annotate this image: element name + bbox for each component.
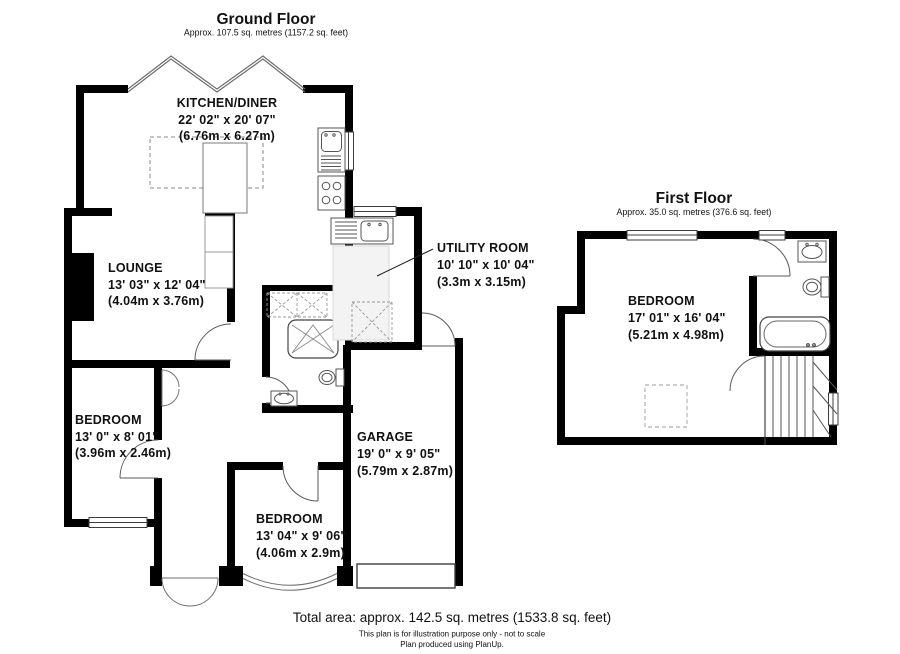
lounge-label-imperial: 13' 03" x 12' 04" <box>108 278 206 292</box>
bedroom-left-door <box>119 439 159 479</box>
stairs-door <box>729 355 766 392</box>
bedroom-left-label: BEDROOM 13' 0" x 8' 01" (3.96m x 2.46m) <box>75 413 171 460</box>
garage-rear-door <box>421 312 456 347</box>
ff-bedroom-label-metric: (5.21m x 4.98m) <box>628 328 724 342</box>
ground-floor-plan: Ground Floor Approx. 107.5 sq. metres (1… <box>64 11 535 607</box>
utility-label-imperial: 10' 10" x 10' 04" <box>437 258 535 272</box>
kitchen-label-name: KITCHEN/DINER <box>177 96 278 110</box>
bathroom-window <box>758 230 786 241</box>
kitchen-table <box>202 142 248 214</box>
lounge-door <box>194 323 232 361</box>
first-floor-walls <box>557 231 837 445</box>
lounge-label-name: LOUNGE <box>108 261 163 275</box>
bedroom-front-label-name: BEDROOM <box>256 512 323 526</box>
utility-counter <box>332 245 390 341</box>
utility-sink <box>330 217 394 245</box>
garage-label-name: GARAGE <box>357 430 413 444</box>
ground-floor-doors <box>119 312 456 502</box>
utility-label: UTILITY ROOM 10' 10" x 10' 04" (3.3m x 3… <box>437 241 535 289</box>
staircase <box>764 356 838 445</box>
utility-fixtures <box>330 217 394 343</box>
kitchen-label-metric: (6.76m x 6.27m) <box>179 129 275 143</box>
ff-bedroom-label-imperial: 17' 01" x 16' 04" <box>628 311 726 325</box>
lounge-label: LOUNGE 13' 03" x 12' 04" (4.04m x 3.76m) <box>108 261 206 308</box>
lounge-label-metric: (4.04m x 3.76m) <box>108 294 204 308</box>
door-swing-arc <box>189 577 219 607</box>
toilet <box>318 368 345 387</box>
door-swing-arc <box>161 577 191 607</box>
shower-tray <box>287 319 339 359</box>
kitchen-sink-unit <box>317 127 346 173</box>
utility-label-name: UTILITY ROOM <box>437 241 529 255</box>
bedroom-front-label: BEDROOM 13' 04" x 9' 06" (4.06m x 2.9m) <box>256 512 347 560</box>
ground-floor-title: Ground Floor <box>216 11 315 28</box>
bedroom-left-label-imperial: 13' 0" x 8' 01" <box>75 430 158 444</box>
credit-text: Plan produced using PlanUp. <box>400 640 504 649</box>
stair-treads <box>772 356 814 437</box>
utility-leader-line <box>376 248 434 277</box>
kitchen-hob <box>317 175 346 211</box>
bathtub <box>759 316 831 352</box>
bathroom-door <box>752 238 791 277</box>
garage-label-imperial: 19' 0" x 9' 05" <box>357 447 440 461</box>
utility-cupboard <box>351 301 393 343</box>
first-floor-subtitle: Approx. 35.0 sq. metres (376.6 sq. feet) <box>616 207 771 217</box>
first-floor-title: First Floor <box>656 190 733 207</box>
bedroom-left-label-name: BEDROOM <box>75 413 142 427</box>
glazing-line <box>127 58 306 93</box>
bedroom-left-label-metric: (3.96m x 2.46m) <box>75 446 171 460</box>
bathroom-toilet <box>802 276 830 298</box>
ground-floor-subtitle: Approx. 107.5 sq. metres (1157.2 sq. fee… <box>184 28 348 38</box>
kitchen-unit <box>204 251 234 289</box>
kitchen-bay-glazing <box>127 55 306 93</box>
utility-window <box>353 206 397 217</box>
footer: Total area: approx. 142.5 sq. metres (15… <box>293 610 611 649</box>
total-area-text: Total area: approx. 142.5 sq. metres (15… <box>293 610 611 625</box>
garage-label: GARAGE 19' 0" x 9' 05" (5.79m x 2.87m) <box>357 430 453 478</box>
glazing-line <box>127 55 306 90</box>
stair-winders <box>812 361 838 438</box>
bedroom-front-door <box>282 465 319 502</box>
dashed-void <box>644 384 688 428</box>
disclaimer-text: This plan is for illustration purpose on… <box>359 630 546 639</box>
chimney-breast <box>64 253 94 321</box>
bedroom-front-label-imperial: 13' 04" x 9' 06" <box>256 529 347 543</box>
utility-label-metric: (3.3m x 3.15m) <box>437 275 526 289</box>
bedroom-window <box>626 230 698 241</box>
kitchen-label: KITCHEN/DINER 22' 02" x 20' 07" (6.76m x… <box>177 96 278 143</box>
kitchen-fixtures <box>149 127 346 289</box>
ground-floor-windows <box>88 131 397 528</box>
ff-bedroom-label-name: BEDROOM <box>628 294 695 308</box>
kitchen-unit <box>204 215 234 253</box>
basin <box>270 390 298 407</box>
bathroom-basin <box>797 240 827 263</box>
bathroom-fixtures <box>759 240 831 352</box>
first-floor-plan: First Floor Approx. 35.0 sq. metres (376… <box>557 190 839 445</box>
ground-floor-walls <box>64 85 463 586</box>
bedroom-front-label-metric: (4.06m x 2.9m) <box>256 546 345 560</box>
ff-bedroom-label: BEDROOM 17' 01" x 16' 04" (5.21m x 4.98m… <box>628 294 726 342</box>
wardrobe-bifold <box>161 369 180 407</box>
shower-room-fixtures <box>270 319 345 407</box>
bedroom-window <box>88 517 148 528</box>
bow-window <box>242 573 338 591</box>
garage-label-metric: (5.79m x 2.87m) <box>357 464 453 478</box>
garage-door <box>356 563 456 589</box>
front-double-doors <box>161 577 219 607</box>
hall-cupboards <box>266 292 328 318</box>
kitchen-label-imperial: 22' 02" x 20' 07" <box>178 113 276 127</box>
